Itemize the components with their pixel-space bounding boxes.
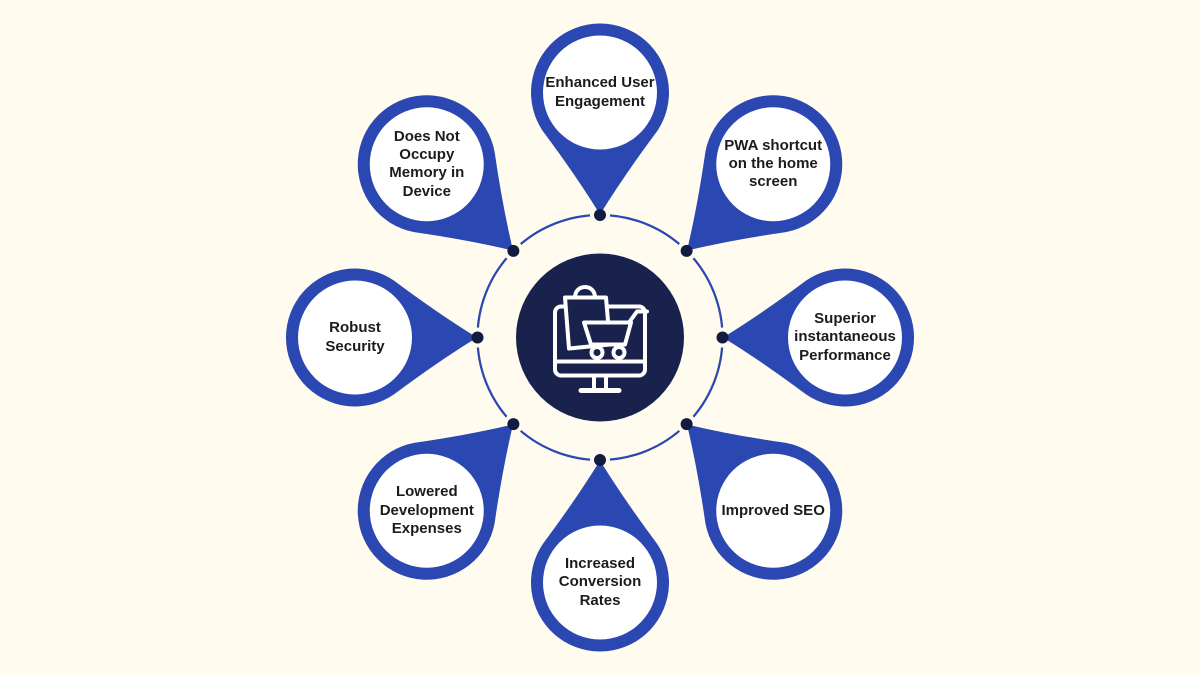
petal-pin-bottom-right xyxy=(686,424,843,580)
petal-label-lowered-development-expenses: Lowered Development Expenses xyxy=(379,483,474,537)
petal-label-enhanced-user-engagement: Enhanced User Engagement xyxy=(545,74,655,110)
petal-pin-top-right xyxy=(686,95,843,251)
petal-label-does-not-occupy-memory: Does Not Occupy Memory in Device xyxy=(389,127,465,200)
petal-label-pwa-shortcut-home-screen: PWA shortcut on the home screen xyxy=(724,136,823,191)
petal-label-increased-conversion-rates: Increased Conversion Rates xyxy=(558,555,642,609)
petal-pin-top xyxy=(531,23,669,215)
petal-pin-right xyxy=(723,268,915,407)
petal-pin-top-left xyxy=(357,95,514,251)
ecommerce-monitor-cart-icon xyxy=(553,285,649,393)
connector-dots xyxy=(471,209,729,466)
petal-pin-left xyxy=(285,268,477,407)
petal-pin-bottom-left xyxy=(357,424,514,580)
petal-label-superior-instantaneous-performance: Superior instantaneous Performance xyxy=(794,310,896,364)
petal-label-robust-security: Robust Security xyxy=(325,319,385,355)
petal-pin-bottom xyxy=(531,460,669,652)
petal-label-improved-seo: Improved SEO xyxy=(721,501,825,519)
